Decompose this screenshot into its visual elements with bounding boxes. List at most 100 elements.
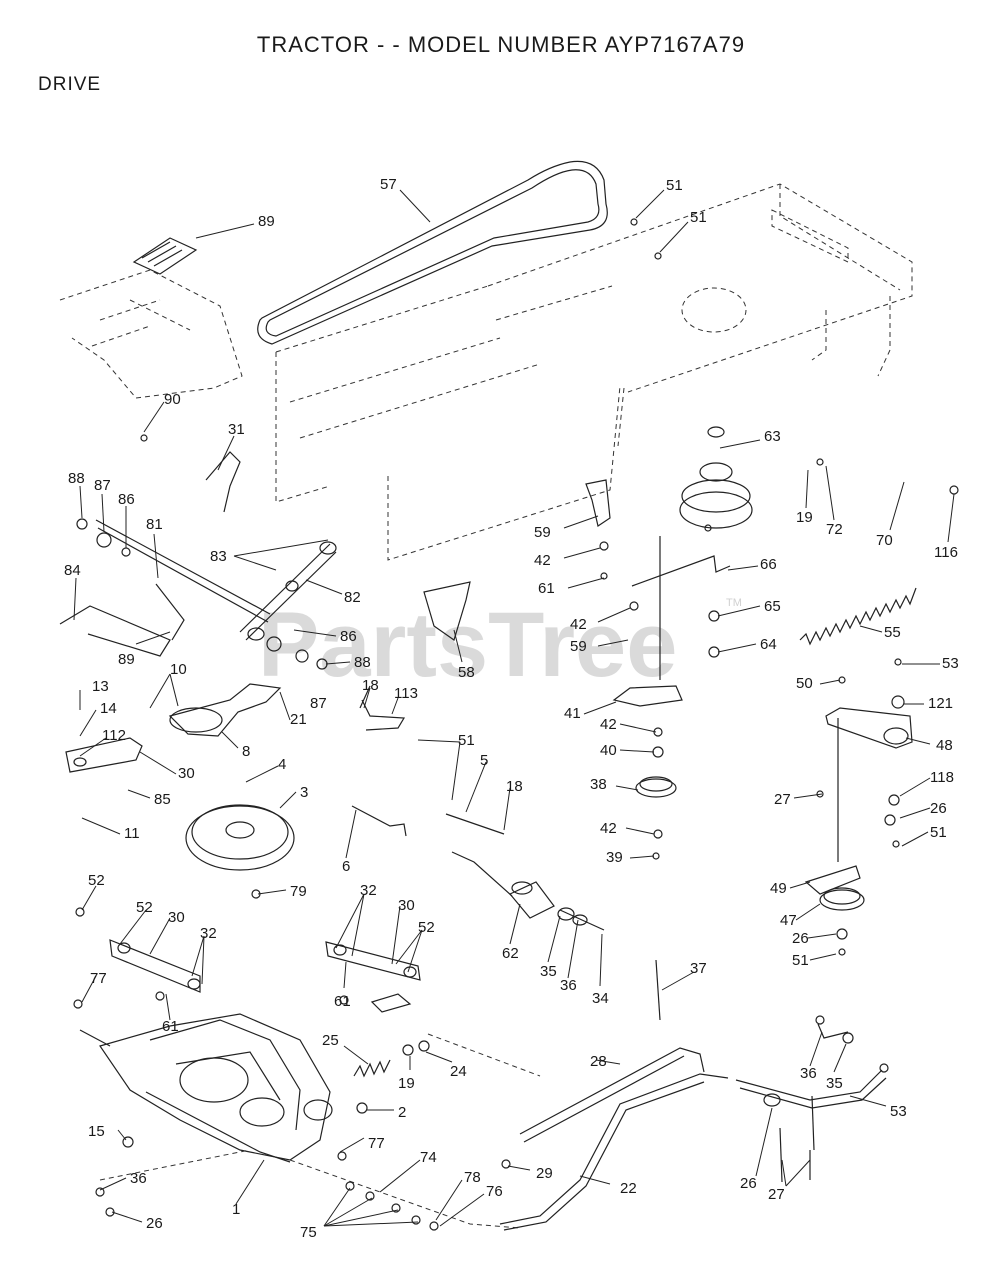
callout-24: 24 xyxy=(450,1063,467,1080)
callout-37: 37 xyxy=(690,960,707,977)
callout-75: 75 xyxy=(300,1224,317,1241)
callout-47: 47 xyxy=(780,912,797,929)
callout-77-a: 77 xyxy=(90,970,107,987)
callout-61-b: 61 xyxy=(334,993,351,1010)
callout-88-b: 88 xyxy=(354,654,371,671)
bushing-62 xyxy=(509,881,605,931)
callout-48: 48 xyxy=(936,737,953,754)
callout-19-b: 19 xyxy=(398,1075,415,1092)
callout-42-b: 42 xyxy=(570,616,587,633)
idler-arm-41 xyxy=(612,685,683,707)
callout-65: 65 xyxy=(764,598,781,615)
section-label: DRIVE xyxy=(38,74,102,95)
brace-59 xyxy=(585,479,611,527)
callout-31: 31 xyxy=(228,421,245,438)
callout-41: 41 xyxy=(564,705,581,722)
callout-1: 1 xyxy=(232,1201,240,1218)
callout-61-a: 61 xyxy=(538,580,555,597)
callout-35-a: 35 xyxy=(540,963,557,980)
callout-3: 3 xyxy=(300,784,308,801)
callout-26-b: 26 xyxy=(792,930,809,947)
callout-51-b: 51 xyxy=(690,209,707,226)
callout-30-b: 30 xyxy=(168,909,185,926)
callout-18-a: 18 xyxy=(362,677,379,694)
callout-52-a: 52 xyxy=(88,872,105,889)
callout-74: 74 xyxy=(420,1149,437,1166)
callout-14: 14 xyxy=(100,700,117,717)
callout-21: 21 xyxy=(290,711,307,728)
partstree-watermark: PartsTree xyxy=(258,594,677,696)
callout-83: 83 xyxy=(210,548,227,565)
leader-lines xyxy=(73,189,955,1227)
callout-51-c: 51 xyxy=(930,824,947,841)
lever-8 xyxy=(168,683,282,737)
right-linkage xyxy=(735,1023,887,1183)
callout-86-a: 86 xyxy=(118,491,135,508)
callout-62: 62 xyxy=(502,945,519,962)
spring-25 xyxy=(353,1059,391,1078)
rod-6 xyxy=(351,805,407,837)
callout-70: 70 xyxy=(876,532,893,549)
drive-belt xyxy=(257,160,608,345)
page-title: TRACTOR - - MODEL NUMBER AYP7167A79 xyxy=(256,32,746,57)
callout-59-b: 59 xyxy=(570,638,587,655)
callout-63: 63 xyxy=(764,428,781,445)
callout-38: 38 xyxy=(590,776,607,793)
callout-53-a: 53 xyxy=(942,655,959,672)
callout-6-a: 6 xyxy=(342,858,350,875)
transaxle xyxy=(79,1013,333,1163)
callout-89-a: 89 xyxy=(258,213,275,230)
idler-spring xyxy=(799,587,917,646)
callout-30-c: 30 xyxy=(398,897,415,914)
transaxle-pulley xyxy=(185,804,295,871)
callout-27-a: 27 xyxy=(774,791,791,808)
callout-59-a: 59 xyxy=(534,524,551,541)
callout-36-a: 36 xyxy=(560,977,577,994)
bracket-58 xyxy=(423,581,471,641)
callout-29: 29 xyxy=(536,1165,553,1182)
callout-118: 118 xyxy=(930,769,954,786)
callout-42-a: 42 xyxy=(534,552,551,569)
callout-5: 5 xyxy=(480,752,488,769)
callout-88-a: 88 xyxy=(68,470,85,487)
callout-66: 66 xyxy=(760,556,777,573)
callout-34: 34 xyxy=(592,990,609,1007)
callout-52-c: 52 xyxy=(418,919,435,936)
callout-51-a: 51 xyxy=(666,177,683,194)
callout-72: 72 xyxy=(826,521,843,538)
callout-89-b: 89 xyxy=(118,651,135,668)
callout-39: 39 xyxy=(606,849,623,866)
axle-centerline xyxy=(289,1159,521,1229)
callout-50: 50 xyxy=(796,675,813,692)
callout-57: 57 xyxy=(380,176,397,193)
callout-87-b: 87 xyxy=(310,695,327,712)
callout-87-a: 87 xyxy=(94,477,111,494)
callout-86-b: 86 xyxy=(340,628,357,645)
callout-32-a: 32 xyxy=(200,925,217,942)
callout-36-c: 36 xyxy=(130,1170,147,1187)
callout-76: 76 xyxy=(486,1183,503,1200)
callout-36-b: 36 xyxy=(800,1065,817,1082)
callout-26-d: 26 xyxy=(146,1215,163,1232)
callout-58: 58 xyxy=(458,664,475,681)
idler-bracket xyxy=(804,707,913,911)
callout-4: 4 xyxy=(278,756,286,773)
link-plate-30 xyxy=(65,737,143,773)
hood-outline xyxy=(59,269,243,399)
callout-26-c: 26 xyxy=(740,1175,757,1192)
pedal-pad xyxy=(132,237,198,275)
callout-78: 78 xyxy=(464,1169,481,1186)
callout-2: 2 xyxy=(398,1104,406,1121)
callout-10: 10 xyxy=(170,661,187,678)
rod-37 xyxy=(655,959,661,1021)
callout-26-a: 26 xyxy=(930,800,947,817)
bracket-31 xyxy=(205,451,241,513)
callout-112: 112 xyxy=(102,727,126,744)
callout-42-c: 42 xyxy=(600,716,617,733)
callout-82: 82 xyxy=(344,589,361,606)
callout-51-d: 51 xyxy=(458,732,475,749)
rod-5 xyxy=(445,813,505,835)
callout-19-a: 19 xyxy=(796,509,813,526)
callout-18-b: 18 xyxy=(506,778,523,795)
